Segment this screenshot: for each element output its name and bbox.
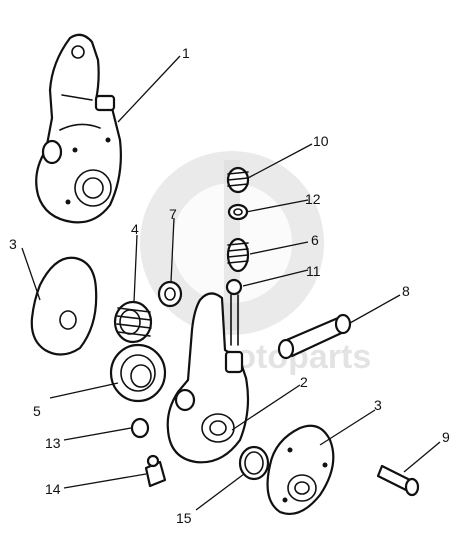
part-ball: [225, 278, 243, 346]
callout-5: 5: [33, 403, 41, 419]
leader-lines: [21, 55, 441, 511]
part-cover-plate-left: [30, 256, 98, 356]
part-spring-middle: [226, 237, 250, 273]
callout-14: 14: [45, 481, 61, 497]
callout-9: 9: [442, 429, 450, 445]
callout-12: 12: [305, 191, 321, 207]
part-adjuster-body: [166, 292, 250, 464]
watermark-logo: motoparts: [140, 151, 371, 376]
callout-3-right: 3: [374, 397, 382, 413]
part-cover-plate-right: [266, 424, 335, 516]
callout-4: 4: [131, 221, 139, 237]
part-bushing: [157, 280, 183, 308]
part-worm-gear: [109, 343, 167, 403]
callout-3-left: 3: [9, 236, 17, 252]
part-o-ring: [238, 445, 270, 481]
part-slack-adjuster-arm: [35, 33, 122, 224]
part-cap: [130, 417, 150, 439]
callout-11: 11: [306, 263, 321, 279]
callout-15: 15: [176, 510, 192, 526]
callout-1: 1: [182, 45, 190, 61]
part-grease-fitting: [144, 454, 167, 488]
callout-labels: 1 2 3 3 4 5 6 7 8 9 10 11 12 13 14 15: [9, 45, 450, 526]
part-bolt: [376, 464, 420, 497]
part-spring-pack: [113, 300, 153, 344]
part-worm-shaft: [277, 313, 352, 360]
part-spring-top: [226, 166, 250, 194]
callout-10: 10: [313, 133, 329, 149]
callout-2: 2: [300, 374, 308, 390]
callout-6: 6: [311, 232, 319, 248]
callout-13: 13: [45, 435, 61, 451]
callout-7: 7: [169, 206, 177, 222]
callout-8: 8: [402, 283, 410, 299]
part-washer: [227, 203, 249, 221]
